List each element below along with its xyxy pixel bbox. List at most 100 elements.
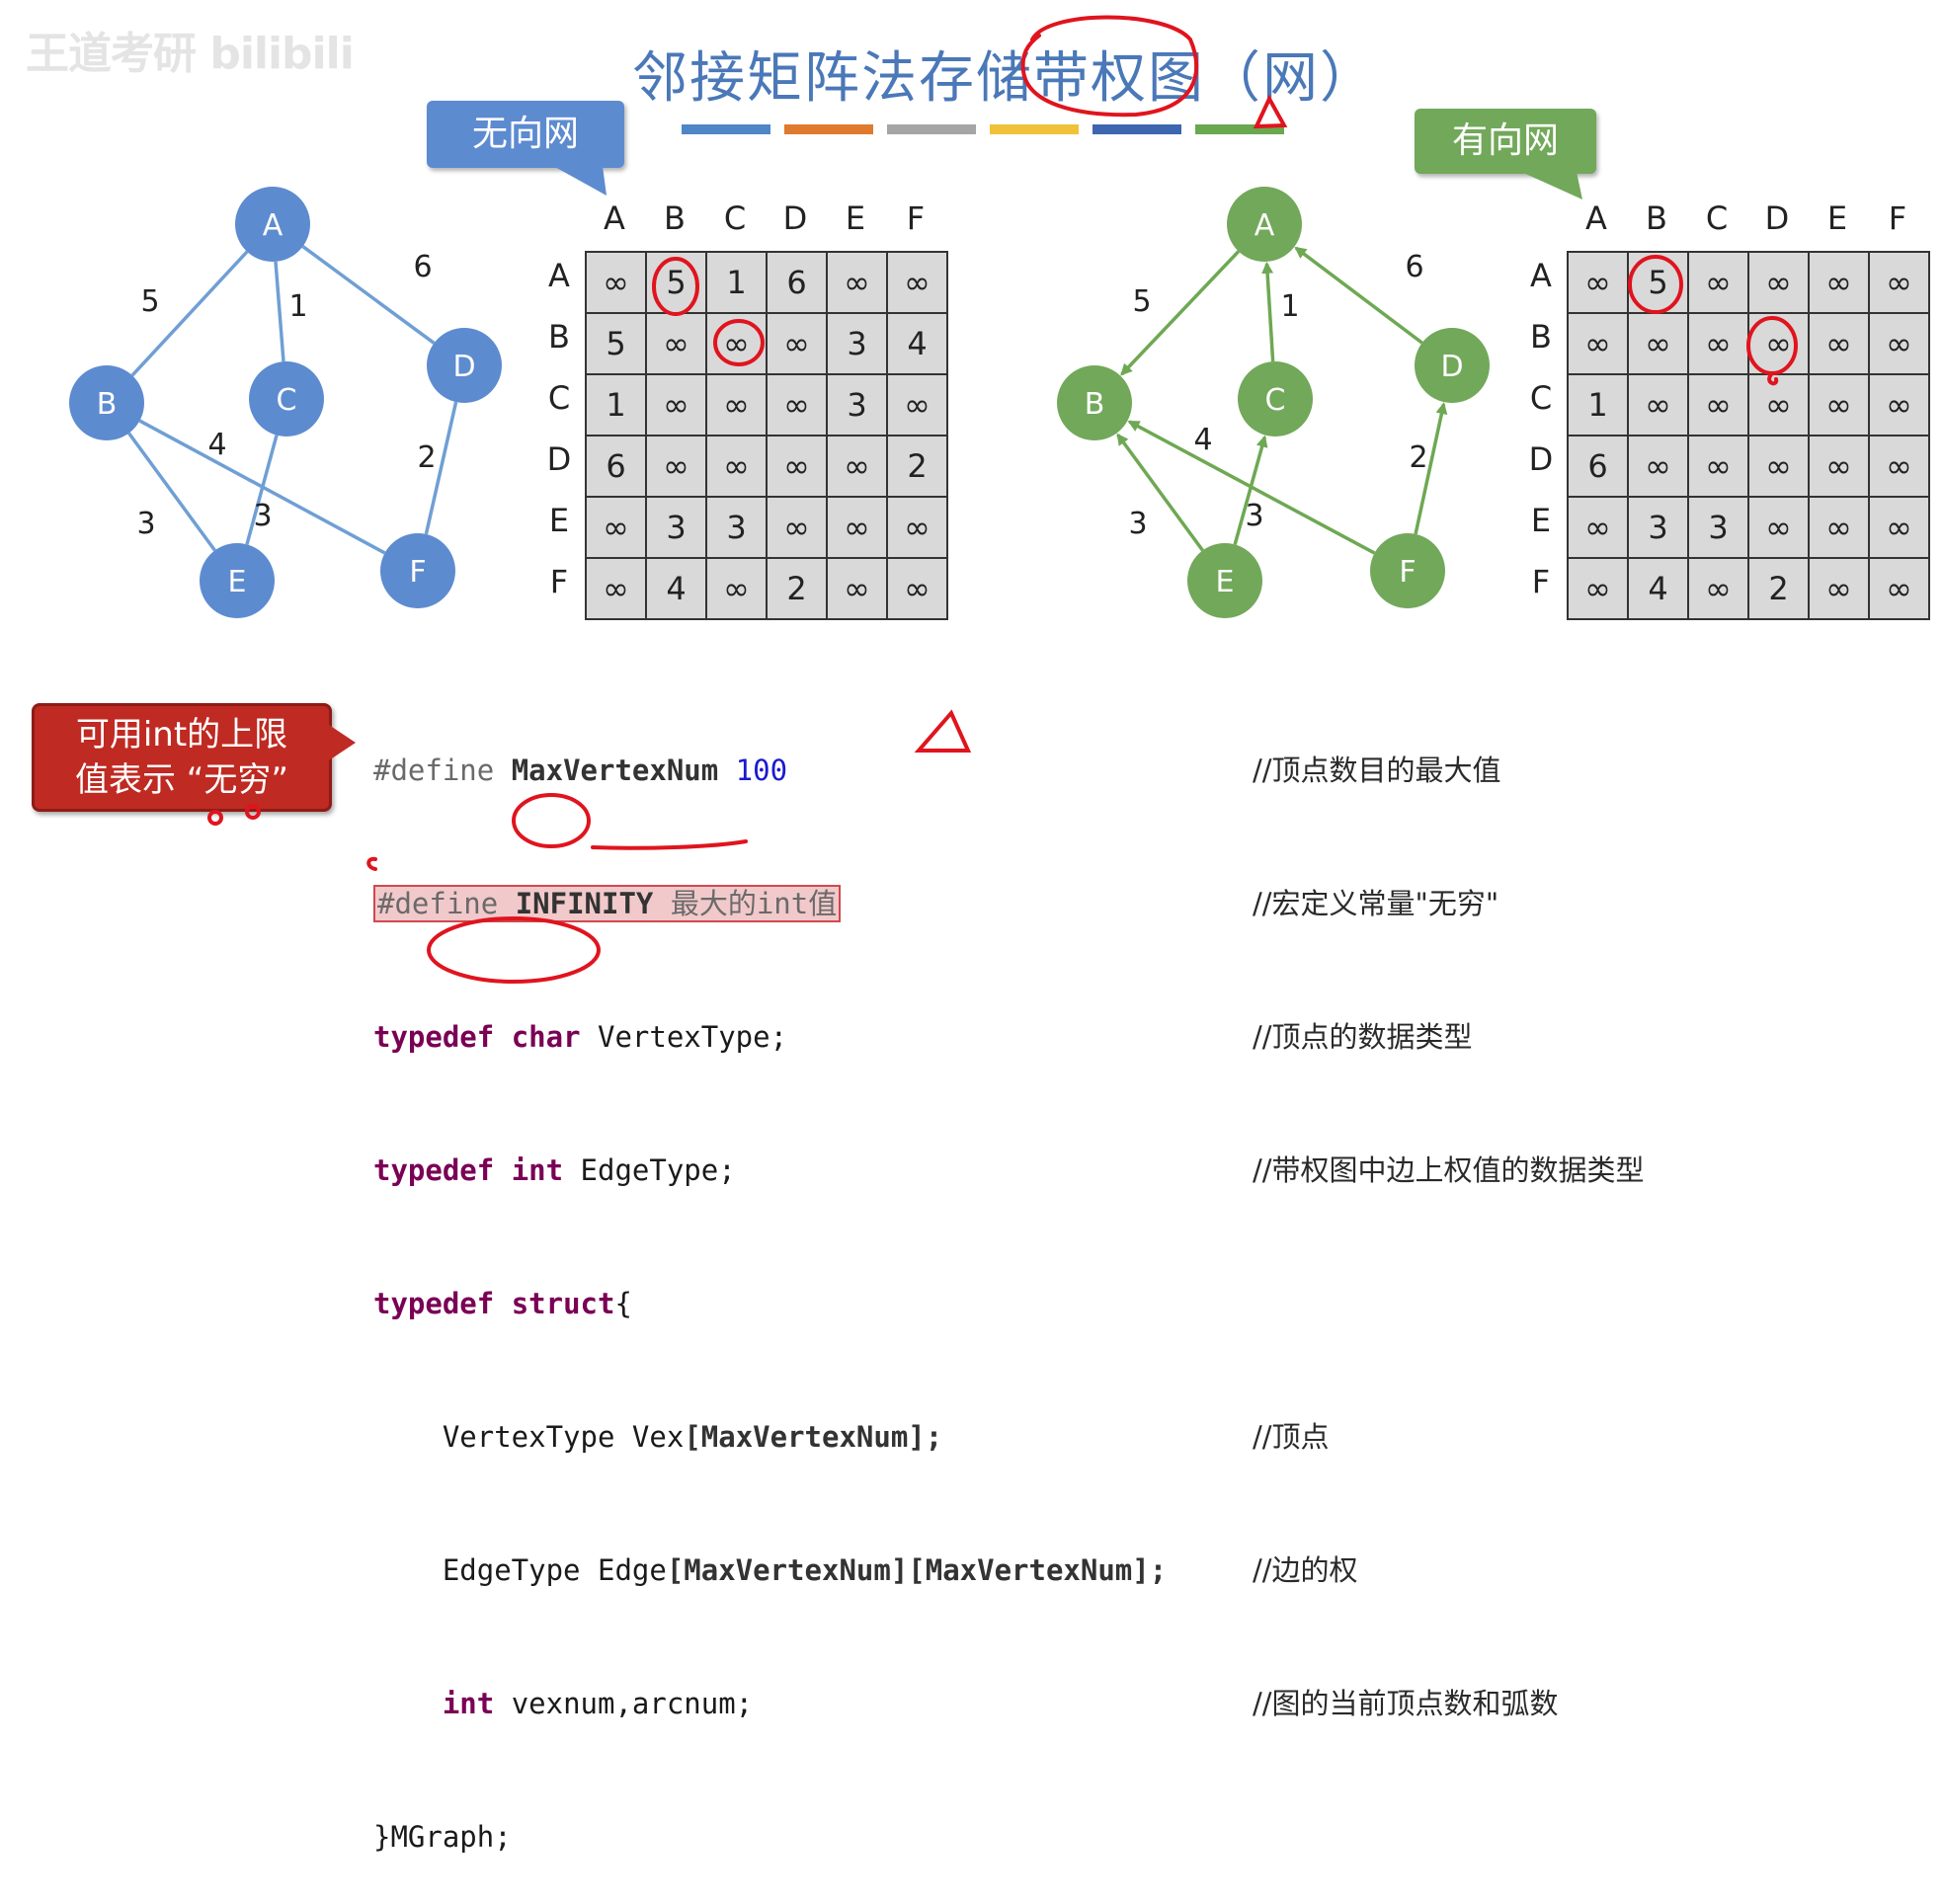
matrix-cell: 2: [888, 436, 946, 496]
matrix-cell: ∞: [1749, 498, 1808, 557]
matrix-cell: ∞: [768, 314, 826, 373]
matrix-cell: 3: [828, 314, 886, 373]
matrix-col-header: F: [1888, 199, 1907, 237]
code-text: Edge: [598, 1553, 667, 1587]
matrix-row-header: D: [1528, 440, 1554, 478]
matrix-col-header: D: [1764, 199, 1790, 237]
edge-weight-label: 3: [253, 499, 272, 533]
matrix-row-header: A: [548, 257, 570, 294]
matrix-cell: 3: [1629, 498, 1687, 557]
code-line-3: typedef char VertexType;: [373, 1015, 1167, 1060]
edge-weight-label: 3: [1128, 507, 1147, 541]
code-line-2: #define INFINITY 最大的int值: [373, 882, 1167, 926]
matrix-cell: 5: [647, 253, 705, 312]
vertex-label: A: [1255, 208, 1275, 243]
vertex-label: C: [277, 383, 297, 418]
code-text: [MaxVertexNum];: [684, 1420, 943, 1454]
matrix-cell: 4: [1629, 559, 1687, 618]
matrix-cell: ∞: [1870, 436, 1928, 496]
vertex-A: [1227, 187, 1302, 262]
code-line-9: }MGraph;: [373, 1815, 1167, 1860]
edge-C-E: [245, 435, 279, 545]
matrix-cell: 2: [1749, 559, 1808, 618]
color-bar: [784, 124, 873, 134]
code-text: [MaxVertexNum][MaxVertexNum];: [666, 1553, 1168, 1587]
matrix-cell: ∞: [1870, 559, 1928, 618]
matrix-cell: ∞: [888, 253, 946, 312]
matrix-cell: ∞: [1870, 253, 1928, 312]
code-keyword: char: [511, 1020, 581, 1054]
infinity-callout-line2: 值表示 “无穷”: [74, 760, 289, 800]
matrix-cell: 4: [888, 314, 946, 373]
code-line-1: #define MaxVertexNum 100: [373, 749, 1167, 793]
color-bar: [1195, 124, 1284, 134]
matrix-cell: 3: [828, 375, 886, 435]
matrix-cell: ∞: [1749, 375, 1808, 435]
matrix-cell: ∞: [828, 559, 886, 618]
edge-weight-label: 4: [207, 428, 226, 462]
vertex-label: C: [1265, 383, 1286, 418]
color-bar: [887, 124, 976, 134]
matrix-col-header: B: [664, 199, 686, 237]
matrix-cell: ∞: [888, 559, 946, 618]
matrix-cell: ∞: [1689, 559, 1747, 618]
matrix-cell: ∞: [1810, 436, 1868, 496]
code-macro-value: 最大的int值: [670, 887, 838, 920]
edge-E-C: [1233, 435, 1268, 545]
code-text: EdgeType;: [580, 1153, 736, 1187]
matrix-cell: ∞: [828, 436, 886, 496]
code-keyword: typedef: [373, 1287, 495, 1320]
matrix-cell: ∞: [1569, 314, 1627, 373]
vertex-B: [1057, 365, 1132, 440]
comment-line: //顶点数目的最大值: [1253, 754, 1501, 787]
matrix-cell: ∞: [768, 375, 826, 435]
code-line-8: int vexnum,arcnum;: [373, 1682, 1167, 1726]
edge-weight-label: 1: [1280, 289, 1299, 324]
matrix-cell: ∞: [1749, 253, 1808, 312]
matrix-cell: ∞: [707, 375, 766, 435]
edge-D-A: [1294, 246, 1423, 345]
edge-E-B: [1116, 433, 1204, 552]
infinity-callout-tail: [326, 723, 356, 762]
code-text: VertexType;: [598, 1020, 788, 1054]
vertex-label: F: [409, 555, 426, 590]
code-macro-value: 100: [735, 754, 788, 787]
code-macro-name: MaxVertexNum: [511, 754, 719, 787]
vertex-label: E: [228, 565, 247, 599]
matrix-cell: ∞: [1810, 253, 1868, 312]
matrix-cell: ∞: [707, 559, 766, 618]
matrix-cell: ∞: [1569, 498, 1627, 557]
code-directive: #define: [377, 887, 499, 920]
vertex-E: [200, 543, 275, 618]
matrix-cell: ∞: [647, 314, 705, 373]
matrix-cell: ∞: [768, 436, 826, 496]
edge-weight-label: 3: [1245, 499, 1263, 533]
vertex-F: [1370, 533, 1445, 608]
matrix-cell: ∞: [768, 498, 826, 557]
matrix-cell: ∞: [1870, 314, 1928, 373]
matrix-cell: 3: [1689, 498, 1747, 557]
code-line-4: typedef int EdgeType;: [373, 1149, 1167, 1193]
matrix-row-header: B: [548, 318, 570, 356]
matrix-cell: ∞: [1689, 436, 1747, 496]
comment-line: //边的权: [1253, 1553, 1358, 1587]
code-keyword: typedef: [373, 1020, 495, 1054]
matrix-cell: ∞: [1689, 253, 1747, 312]
vertex-C: [1238, 361, 1313, 436]
matrix-cell: 2: [768, 559, 826, 618]
directed-callout-tail: [1521, 172, 1582, 199]
matrix-row-header: C: [547, 379, 571, 417]
matrix-row-header: F: [549, 563, 569, 600]
matrix-cell: ∞: [587, 253, 645, 312]
edge-weight-label: 3: [136, 507, 155, 541]
edge-B-E: [127, 432, 216, 552]
matrix-cell: ∞: [1569, 253, 1627, 312]
matrix-row-header: E: [548, 502, 570, 539]
matrix-col-header: D: [782, 199, 808, 237]
color-bar: [990, 124, 1079, 134]
matrix-col-header: E: [1826, 199, 1848, 237]
infinity-callout: 可用int的上限 值表示 “无穷”: [32, 703, 332, 812]
